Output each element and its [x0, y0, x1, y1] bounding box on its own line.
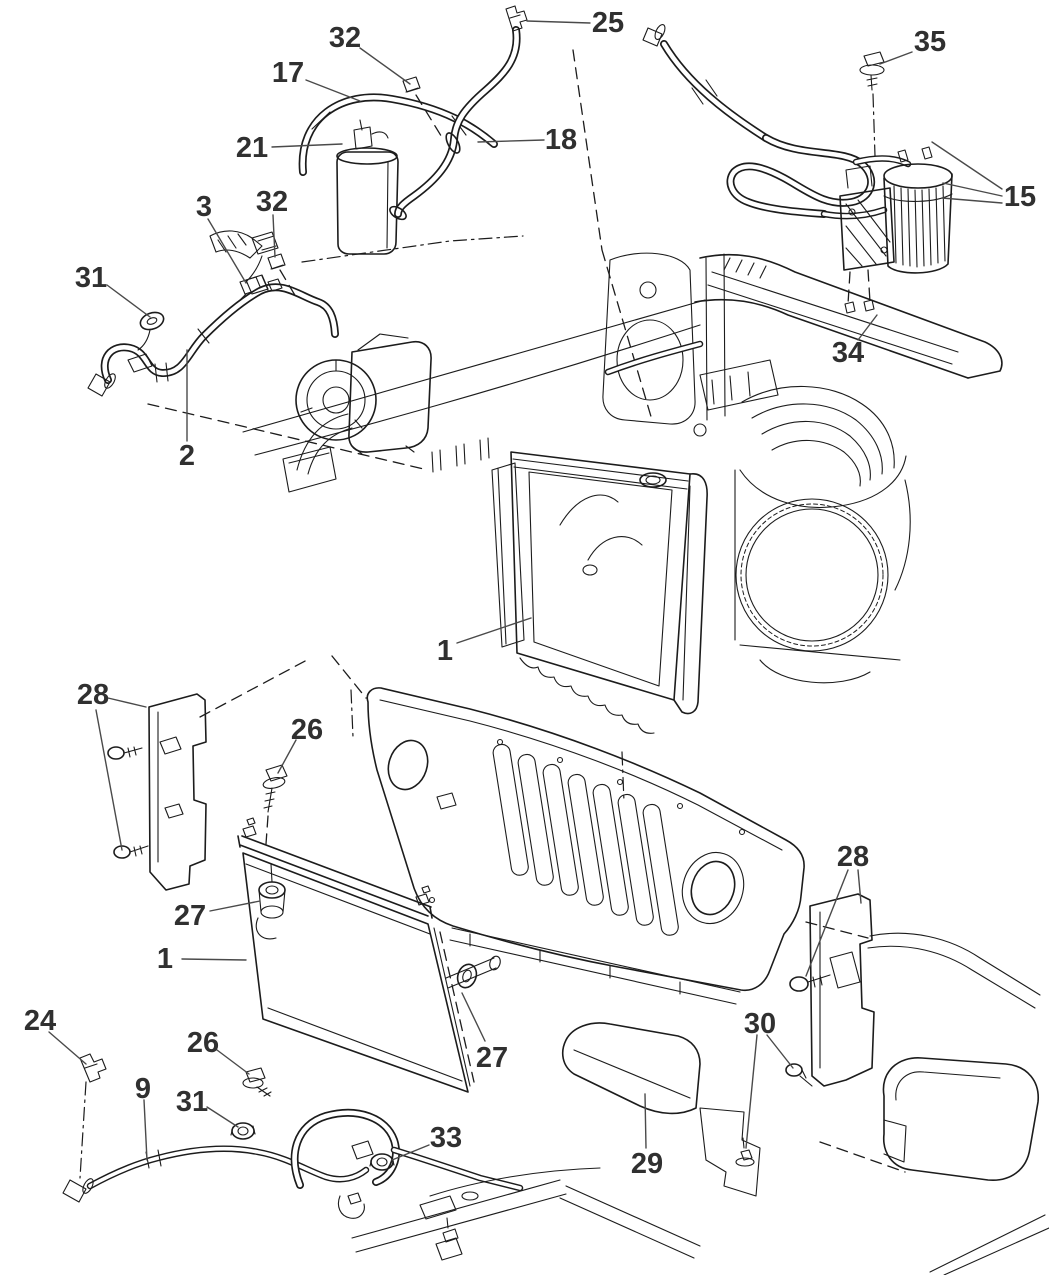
lower-right-group [561, 893, 1041, 1197]
liquid-line-assembly [87, 230, 429, 471]
callout-3: 3 [196, 191, 247, 284]
callout-26: 26 [277, 714, 323, 774]
callout-34: 34 [832, 314, 878, 369]
callout-26: 26 [187, 1027, 250, 1075]
bolt-26-upper-icon [262, 764, 288, 845]
callout-label-21: 21 [236, 132, 268, 164]
callout-18: 18 [477, 124, 577, 156]
callout-label-1: 1 [437, 635, 453, 667]
hose-clip-32-upper-icon [402, 76, 421, 93]
frame-rail [694, 253, 1003, 379]
nut-31-lower-icon [230, 1122, 256, 1140]
callout-label-26: 26 [291, 714, 323, 746]
condenser-assembly [107, 659, 501, 1093]
callout-27: 27 [174, 900, 261, 932]
callout-31: 31 [75, 262, 151, 318]
callout-label-31: 31 [75, 262, 107, 294]
callout-2: 2 [179, 349, 195, 472]
callout-label-18: 18 [545, 124, 577, 156]
callout-label-28: 28 [837, 841, 869, 873]
callout-label-30: 30 [744, 1008, 776, 1040]
callout-1: 1 [437, 617, 532, 667]
callout-17: 17 [272, 57, 361, 102]
grommet-31-upper-icon [127, 311, 165, 373]
push-pin-30-lower-icon [735, 1137, 755, 1167]
callout-28: 28 [805, 841, 869, 977]
callout-label-3: 3 [196, 191, 212, 223]
callout-label-32: 32 [256, 186, 288, 218]
drier-line-assembly [642, 24, 1003, 379]
callout-15: 15 [931, 141, 1036, 213]
callout-label-31: 31 [176, 1086, 208, 1118]
callout-label-26: 26 [187, 1027, 219, 1059]
callout-25: 25 [526, 7, 624, 39]
callout-label-1: 1 [157, 943, 173, 975]
callout-28: 28 [77, 679, 147, 851]
callout-30: 30 [744, 1008, 794, 1149]
callout-label-9: 9 [135, 1073, 151, 1105]
air-deflector-29 [561, 1022, 761, 1197]
drier-cylinder [883, 146, 953, 274]
grommet-27-right-icon [445, 955, 501, 989]
cowl-dash-panel [242, 252, 726, 576]
callout-35: 35 [879, 26, 946, 65]
push-pin-28-right-icon [789, 974, 831, 992]
callout-label-35: 35 [914, 26, 946, 58]
callout-label-27: 27 [174, 900, 206, 932]
callout-label-28: 28 [77, 679, 109, 711]
callout-31: 31 [176, 1086, 239, 1128]
callout-label-2: 2 [179, 440, 195, 472]
lower-lines-assembly [62, 1053, 1049, 1275]
callout-label-17: 17 [272, 57, 304, 89]
fitting-3-icon [245, 274, 283, 295]
compressor [295, 333, 432, 455]
clip-24-icon [79, 1053, 107, 1179]
callout-label-15: 15 [1004, 181, 1036, 213]
callout-32: 32 [256, 186, 288, 258]
hose-clip-32-lower-icon [267, 253, 297, 298]
accumulator-hose-assembly [298, 5, 653, 421]
bolt-26-lower-icon [242, 1067, 272, 1097]
push-pin-28-upper-icon [107, 746, 143, 760]
grommet-27-upper-icon [255, 863, 286, 940]
push-pin-28-lower-icon [113, 845, 149, 859]
callout-27: 27 [461, 992, 508, 1074]
callout-32: 32 [329, 22, 411, 85]
seal-panel-right [809, 893, 875, 1087]
hose-clip-25-icon [505, 5, 528, 32]
callout-label-34: 34 [832, 337, 864, 369]
callout-9: 9 [135, 1073, 151, 1161]
bolt-35-icon [859, 51, 885, 157]
callout-label-27: 27 [476, 1042, 508, 1074]
callout-33: 33 [391, 1122, 462, 1161]
seal-panel-left [148, 693, 207, 891]
callout-24: 24 [24, 1005, 87, 1065]
callout-label-33: 33 [430, 1122, 462, 1154]
radiator-engine-assembly [491, 359, 911, 734]
callout-label-32: 32 [329, 22, 361, 54]
drier-bracket [839, 165, 895, 271]
bumper-end-cap [882, 1057, 1039, 1181]
callout-21: 21 [236, 132, 343, 164]
callout-label-29: 29 [631, 1148, 663, 1180]
callout-label-24: 24 [24, 1005, 56, 1037]
nut-33-icon [369, 1153, 395, 1171]
callout-29: 29 [631, 1093, 663, 1180]
callout-1: 1 [157, 943, 247, 975]
push-pin-30-upper-icon [785, 1063, 813, 1087]
grille-panel [331, 655, 869, 1005]
callout-label-25: 25 [592, 7, 624, 39]
